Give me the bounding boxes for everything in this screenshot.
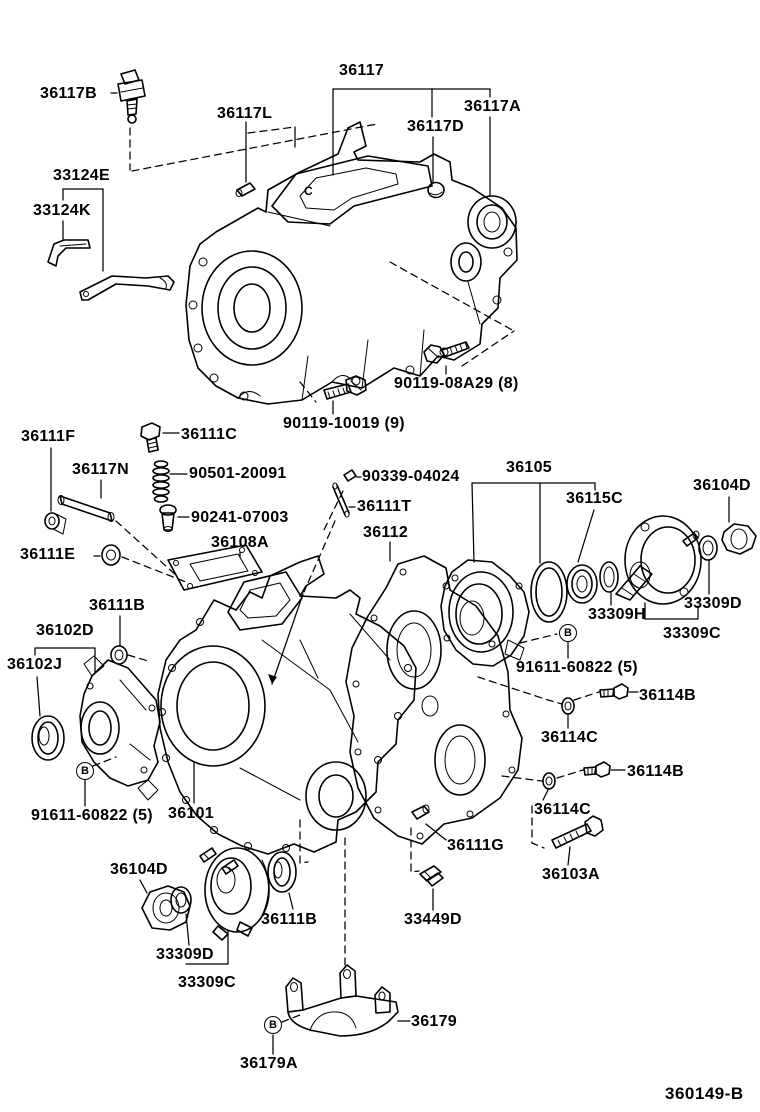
- washer-36114C-2-art: [542, 772, 556, 790]
- part-label-90119-08A29: 90119-08A29 (8): [394, 375, 519, 392]
- part-label-90339-04024: 90339-04024: [362, 468, 460, 485]
- dashed-lines: [92, 123, 600, 1023]
- flange-33309C-right-art: [615, 515, 702, 605]
- part-label-36111B-bottom: 36111B: [261, 911, 318, 928]
- extension-housing-36117-art: [185, 121, 518, 405]
- hub-33309C-bottom-art: [199, 847, 270, 941]
- part-label-36117A: 36117A: [464, 98, 521, 115]
- part-label-90501-20091: 90501-20091: [189, 465, 287, 482]
- part-label-33309C-bottom: 33309C: [178, 974, 236, 991]
- part-label-36101: 36101: [168, 805, 214, 822]
- bolt-90119-08A29-art: [423, 341, 470, 364]
- pin-36111G-art: [411, 804, 430, 820]
- capnut-36104D-right-art: [721, 523, 757, 555]
- ring-36115C-art: [566, 564, 598, 604]
- part-label-36102J: 36102J: [7, 656, 63, 673]
- part-label-36105: 36105: [506, 459, 552, 476]
- nut-36111E-art: [101, 544, 121, 566]
- plug-36111F-art: [44, 512, 67, 535]
- part-label-91611-right: 91611-60822 (5): [516, 659, 638, 676]
- part-label-36111B-upper: 36111B: [89, 597, 146, 614]
- oring-36105-art: [530, 561, 568, 623]
- seal-36102J-art: [31, 715, 65, 761]
- adapter-36102D-art: [79, 655, 161, 801]
- part-label-33449D: 33449D: [404, 911, 462, 928]
- plug-36117D-art: [427, 181, 445, 199]
- leader-lines: [34, 88, 730, 1055]
- ring-33309D-right-art: [698, 535, 718, 561]
- part-label-36102D: 36102D: [36, 622, 94, 639]
- part-label-90119-10019: 90119-10019 (9): [283, 415, 405, 432]
- tube-36117N-art: [57, 495, 115, 522]
- seal-36117A-art: [467, 195, 517, 249]
- plug-33449D-art: [419, 865, 444, 887]
- seal-36111B-upper-art: [110, 645, 128, 665]
- part-label-33124E: 33124E: [53, 167, 110, 184]
- part-label-36179A: 36179A: [240, 1055, 298, 1072]
- bolt-36111C-art: [140, 422, 161, 453]
- part-label-36115C: 36115C: [566, 490, 623, 507]
- pin-90339-04024-art: [343, 469, 357, 482]
- part-label-36108A: 36108A: [211, 534, 269, 551]
- plug-90241-07003-art: [159, 504, 177, 532]
- washer-36114C-1-art: [561, 697, 575, 715]
- ring-33309D-bottom-art: [170, 886, 192, 914]
- lever-33124E-art: [79, 275, 175, 301]
- part-label-36179: 36179: [411, 1013, 457, 1030]
- part-label-90241-07003: 90241-07003: [191, 509, 289, 526]
- part-label-33309H: 33309H: [588, 606, 646, 623]
- part-label-36111T: 36111T: [357, 498, 412, 515]
- part-label-36111F: 36111F: [21, 428, 76, 445]
- bolt-90119-10019-art: [323, 375, 367, 400]
- callout-b-right: B: [559, 624, 577, 642]
- part-label-36114B-2: 36114B: [627, 763, 684, 780]
- spring-90501-20091-art: [152, 460, 170, 503]
- part-label-36114C-2: 36114C: [534, 801, 591, 818]
- bolt-36114B-2-art: [583, 761, 611, 778]
- part-label-36114C-1: 36114C: [541, 729, 598, 746]
- callout-b-bracket: B: [264, 1016, 282, 1034]
- cover-36105-art: [440, 559, 530, 667]
- part-label-36104D-bottom: 36104D: [110, 861, 168, 878]
- bolt-36103A-art: [551, 815, 604, 849]
- seal-36111B-bottom-art: [267, 851, 297, 893]
- part-label-36117: 36117: [339, 62, 385, 79]
- callout-b-left: B: [76, 762, 94, 780]
- part-label-36104D-right: 36104D: [693, 477, 751, 494]
- part-label-36111E: 36111E: [20, 546, 76, 563]
- bolt-36114B-1-art: [599, 683, 629, 700]
- part-label-33309D-bottom: 33309D: [156, 946, 214, 963]
- case-mark-c: C: [304, 184, 313, 198]
- main-case-36101-art: [157, 555, 417, 855]
- part-label-36103A: 36103A: [542, 866, 600, 883]
- part-label-36117D: 36117D: [407, 118, 464, 135]
- part-label-36111G: 36111G: [447, 837, 504, 854]
- part-label-33124K: 33124K: [33, 202, 91, 219]
- capnut-36104D-bottom-art: [141, 885, 191, 931]
- pin-36117L-art: [235, 182, 256, 197]
- part-label-91611-left: 91611-60822 (5): [31, 807, 153, 824]
- clip-33124K-art: [47, 239, 91, 267]
- figure-code: 360149-B: [665, 1084, 744, 1103]
- part-label-33309D-right: 33309D: [684, 595, 742, 612]
- part-label-36117L: 36117L: [217, 105, 273, 122]
- pin-36111T-art: [332, 482, 350, 518]
- sensor-36117B-art: [117, 69, 146, 124]
- part-label-36112: 36112: [363, 524, 409, 541]
- gasket-36108A-art: [167, 544, 263, 591]
- bracket-36179-art: [285, 964, 399, 1037]
- seal-33309H-art: [599, 561, 619, 593]
- gasket-36112-art: [345, 555, 523, 845]
- part-label-36114B-1: 36114B: [639, 687, 696, 704]
- part-label-36117B: 36117B: [40, 85, 97, 102]
- part-label-36117N: 36117N: [72, 461, 129, 478]
- part-label-33309C-right: 33309C: [663, 625, 721, 642]
- part-label-36111C: 36111C: [181, 426, 238, 443]
